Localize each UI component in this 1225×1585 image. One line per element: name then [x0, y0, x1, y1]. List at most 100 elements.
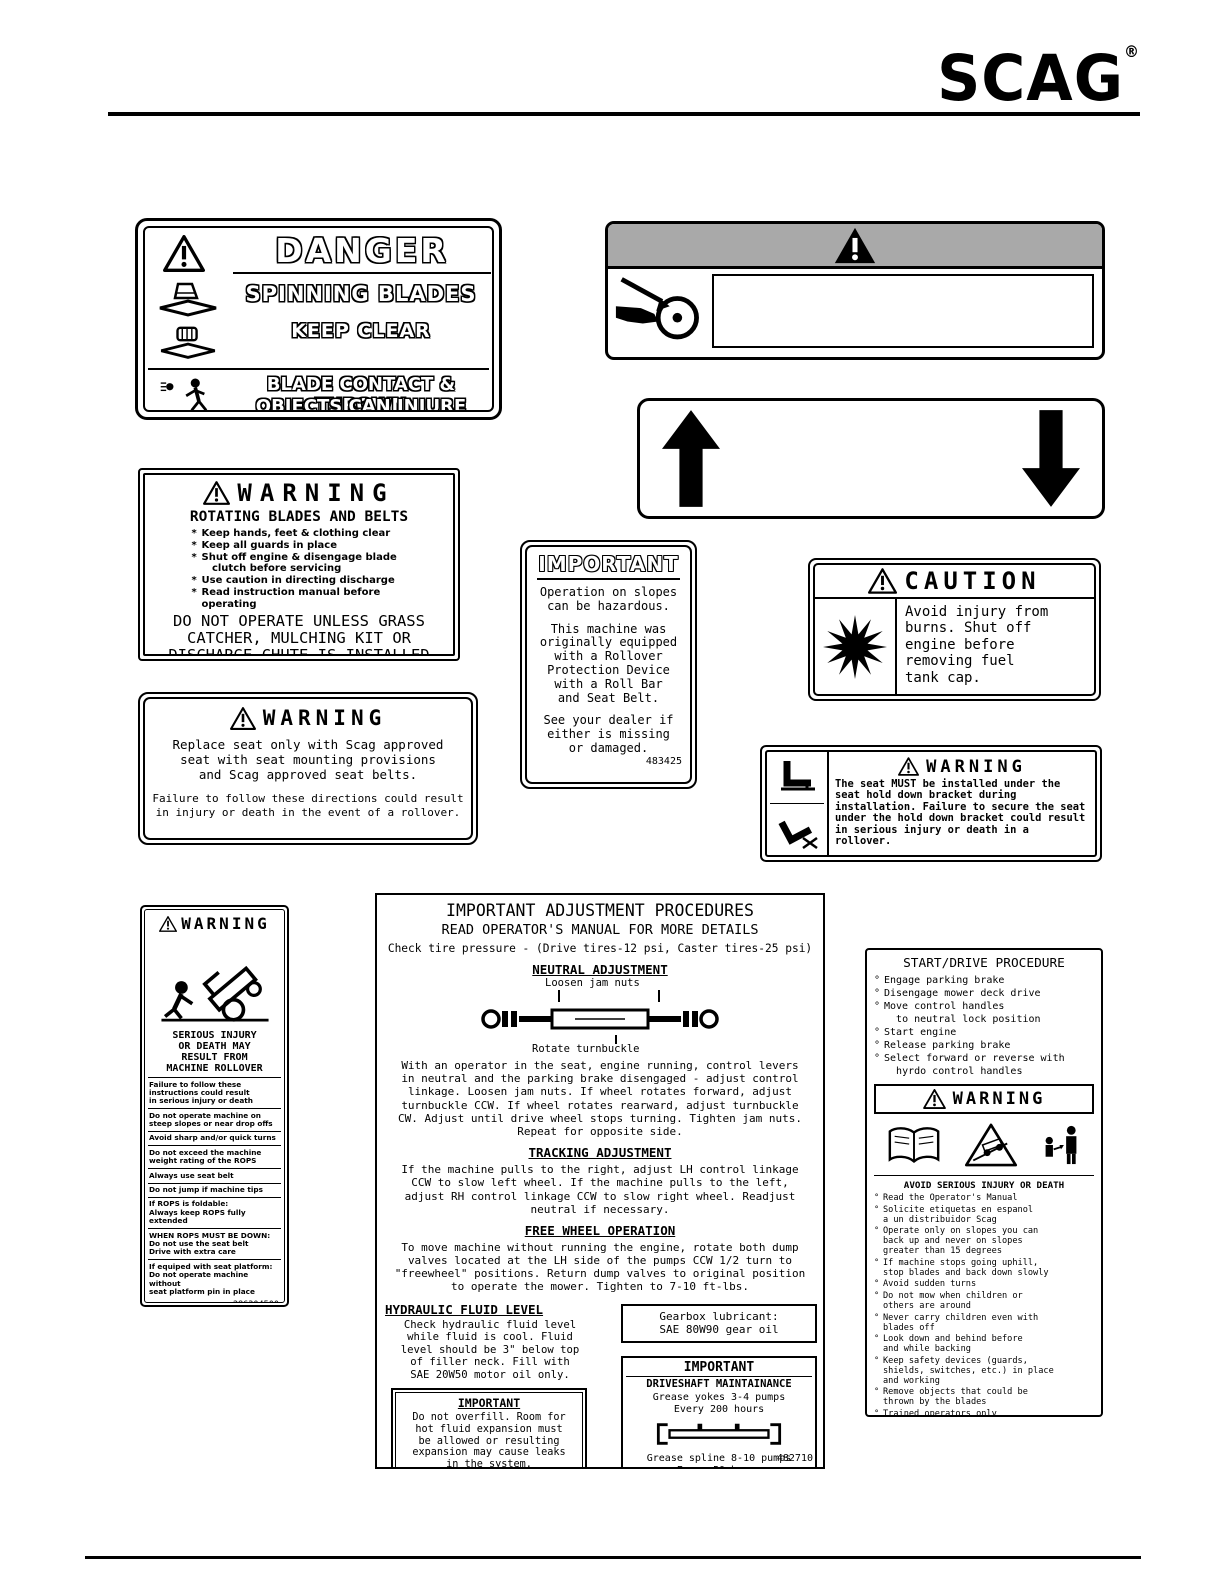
- start-drive-bullet-list: Read the Operator's Manual Solicite etiq…: [874, 1193, 1094, 1415]
- rollover-item-list: Failure to follow these instructions cou…: [148, 1077, 281, 1299]
- caution-header-row: CAUTION: [815, 565, 1094, 599]
- driveshaft-yokes-text: Grease yokes 3-4 pumps Every 200 hours: [652, 1392, 786, 1415]
- list-item: Remove objects that could be thrown by t…: [874, 1388, 1094, 1408]
- footer-rule: [85, 1556, 1141, 1559]
- belt-label-body: [608, 269, 1102, 354]
- list-item: Trained operators only: [874, 1409, 1094, 1415]
- slopes-paragraph-3: See your dealer if either is missing or …: [543, 713, 674, 755]
- turnbuckle-diagram: Loosen jam nuts Rotate turnbuckle: [440, 977, 760, 1059]
- start-drive-title: START/DRIVE PROCEDURE: [903, 956, 1065, 971]
- list-item: Release parking brake: [874, 1039, 1094, 1052]
- rollover-title: SERIOUS INJURY OR DEATH MAY RESULT FROM …: [166, 1030, 263, 1074]
- list-item: Use caution in directing discharge: [192, 575, 407, 587]
- rotating-bullet-list: Keep hands, feet & clothing clear Keep a…: [192, 528, 407, 611]
- tracking-adjustment-heading: TRACKING ADJUSTMENT: [528, 1145, 672, 1161]
- warning-seat-bracket-label: WARNING The seat MUST be installed under…: [760, 745, 1102, 862]
- rotating-label-inner: WARNING ROTATING BLADES AND BELTS Keep h…: [143, 473, 455, 656]
- free-wheel-text: To move machine without running the engi…: [394, 1240, 806, 1294]
- brand-logo: SCAG®: [937, 42, 1140, 116]
- warning-rotating-blades-label: WARNING ROTATING BLADES AND BELTS Keep h…: [138, 468, 460, 661]
- danger-line-2: KEEP CLEAR: [291, 320, 431, 342]
- explosion-icon: [823, 614, 887, 679]
- slope-rollover-warning-icon: [964, 1123, 1018, 1166]
- diagram-leader-bottom: [615, 1035, 617, 1044]
- list-item: Read the Operator's Manual: [874, 1193, 1094, 1204]
- diagram-leader-left: [558, 990, 560, 1002]
- list-item: Avoid sudden turns: [874, 1280, 1094, 1290]
- rotating-header-row: WARNING: [149, 478, 449, 508]
- free-wheel-heading: FREE WHEEL OPERATION: [524, 1222, 676, 1238]
- adjust-subtitle: READ OPERATOR'S MANUAL FOR MORE DETAILS: [441, 922, 759, 938]
- list-item: Look down and behind before and while ba…: [874, 1335, 1094, 1355]
- start-drive-steps: Engage parking brake Disengage mower dec…: [874, 974, 1094, 1078]
- warning-triangle-icon: [230, 707, 256, 730]
- start-drive-warning-header: WARNING: [952, 1089, 1046, 1109]
- rollover-part-number: 286304500: [148, 1299, 281, 1302]
- slopes-part-number: 483425: [645, 755, 682, 767]
- danger-label-inner: DANGER SPINNING BLADES KEE: [143, 226, 494, 412]
- rotating-footer-underlined: DISCHARGE CHUTE IS INSTALLED: [168, 645, 430, 656]
- diagram-label-rotate: Rotate turnbuckle: [532, 1043, 640, 1055]
- overfill-important-heading: IMPORTANT: [457, 1396, 521, 1411]
- danger-line-1: SPINNING BLADES: [245, 282, 477, 306]
- list-item: Disengage mower deck drive: [874, 987, 1094, 1000]
- seat-tipping-icon: [778, 820, 818, 850]
- start-drive-label: START/DRIVE PROCEDURE Engage parking bra…: [865, 948, 1103, 1417]
- list-item: Engage parking brake: [874, 974, 1094, 987]
- adjust-title: IMPORTANT ADJUSTMENT PROCEDURES: [446, 901, 754, 920]
- hand-caught-in-belt-icon: [615, 277, 699, 340]
- warning-triangle-icon: [203, 481, 230, 505]
- seat-bracket-pictogram-column: [767, 752, 829, 855]
- warning-triangle-icon: [159, 916, 177, 932]
- no-children-icon: [1045, 1125, 1077, 1164]
- seat-bracket-inner: WARNING The seat MUST be installed under…: [765, 750, 1097, 857]
- list-item: Do not jump if machine tips: [148, 1182, 281, 1197]
- replace-seat-header: WARNING: [262, 706, 387, 730]
- start-drive-pictogram-row: [874, 1114, 1094, 1176]
- slopes-paragraph-2: This machine was originally equipped wit…: [539, 621, 678, 705]
- machine-rollover-icon: [160, 965, 269, 1022]
- start-drive-warning-box: WARNING: [874, 1084, 1094, 1114]
- list-item: Do not operate machine on steep slopes o…: [148, 1108, 281, 1131]
- driveshaft-subheading: DRIVESHAFT MAINTAINANCE: [646, 1378, 792, 1391]
- list-item: Keep all guards in place: [192, 540, 407, 552]
- neutral-adjustment-heading: NEUTRAL ADJUSTMENT: [532, 962, 668, 977]
- caution-text: Avoid injury from burns. Shut off engine…: [905, 604, 1049, 686]
- seat-bracket-header-row: WARNING: [835, 754, 1089, 779]
- adjust-tire-pressure: Check tire pressure - (Drive tires-12 ps…: [387, 942, 813, 955]
- important-slopes-label: IMPORTANT Operation on slopes can be haz…: [520, 540, 697, 789]
- warning-triangle-icon: [868, 568, 897, 594]
- replace-seat-paragraph-1: Replace seat only with Scag approved sea…: [172, 737, 444, 782]
- warning-triangle-icon: [898, 757, 919, 776]
- hydraulic-heading: HYDRAULIC FLUID LEVEL: [385, 1301, 544, 1317]
- danger-line-3: BLADE CONTACT & THROWN: [266, 374, 456, 412]
- blade-foot-icon: [159, 282, 217, 317]
- warning-rollover-label: WARNING SERIOUS INJURY OR DEATH MAY RESU…: [140, 905, 289, 1307]
- belt-label-text-panel: [712, 274, 1094, 348]
- list-item: Never carry children even with blades of…: [874, 1313, 1094, 1334]
- slopes-header-rule: [537, 578, 680, 580]
- gearbox-column: Gearbox lubricant: SAE 80W90 gear oil IM…: [621, 1303, 817, 1467]
- caution-pictogram-cell: [815, 599, 897, 694]
- list-item: Operate only on slopes you can back up a…: [874, 1226, 1094, 1256]
- list-item: Failure to follow these instructions cou…: [148, 1077, 281, 1108]
- adjust-part-number: 482710: [776, 1453, 813, 1464]
- thrown-object-icon: [160, 378, 208, 410]
- diagram-label-loosen: Loosen jam nuts: [545, 977, 640, 989]
- slopes-paragraph-1: Operation on slopes can be hazardous.: [539, 585, 678, 613]
- seat-bracket-text-column: WARNING The seat MUST be installed under…: [829, 752, 1095, 855]
- rotating-header: WARNING: [237, 479, 395, 507]
- neutral-adjustment-text: With an operator in the seat, engine run…: [398, 1059, 802, 1138]
- driveshaft-spline-text: Grease spline 8-10 pumps Every 50 hours: [646, 1453, 792, 1467]
- warning-triangle-icon: [923, 1089, 946, 1109]
- list-item: Start engine: [874, 1026, 1094, 1039]
- operators-manual-icon: [888, 1126, 940, 1163]
- replace-seat-paragraph-2: Failure to follow these directions could…: [152, 792, 464, 819]
- adjustment-procedures-label: IMPORTANT ADJUSTMENT PROCEDURES READ OPE…: [375, 893, 825, 1469]
- list-item: Always use seat belt: [148, 1168, 281, 1182]
- danger-spinning-blades-label: DANGER SPINNING BLADES KEE: [135, 218, 502, 420]
- list-item: WHEN ROPS MUST BE DOWN: Do not use the s…: [148, 1228, 281, 1259]
- replace-seat-inner: WARNING Replace seat only with Scag appr…: [143, 697, 473, 840]
- slopes-header: IMPORTANT: [538, 552, 679, 576]
- danger-divider: [148, 368, 489, 370]
